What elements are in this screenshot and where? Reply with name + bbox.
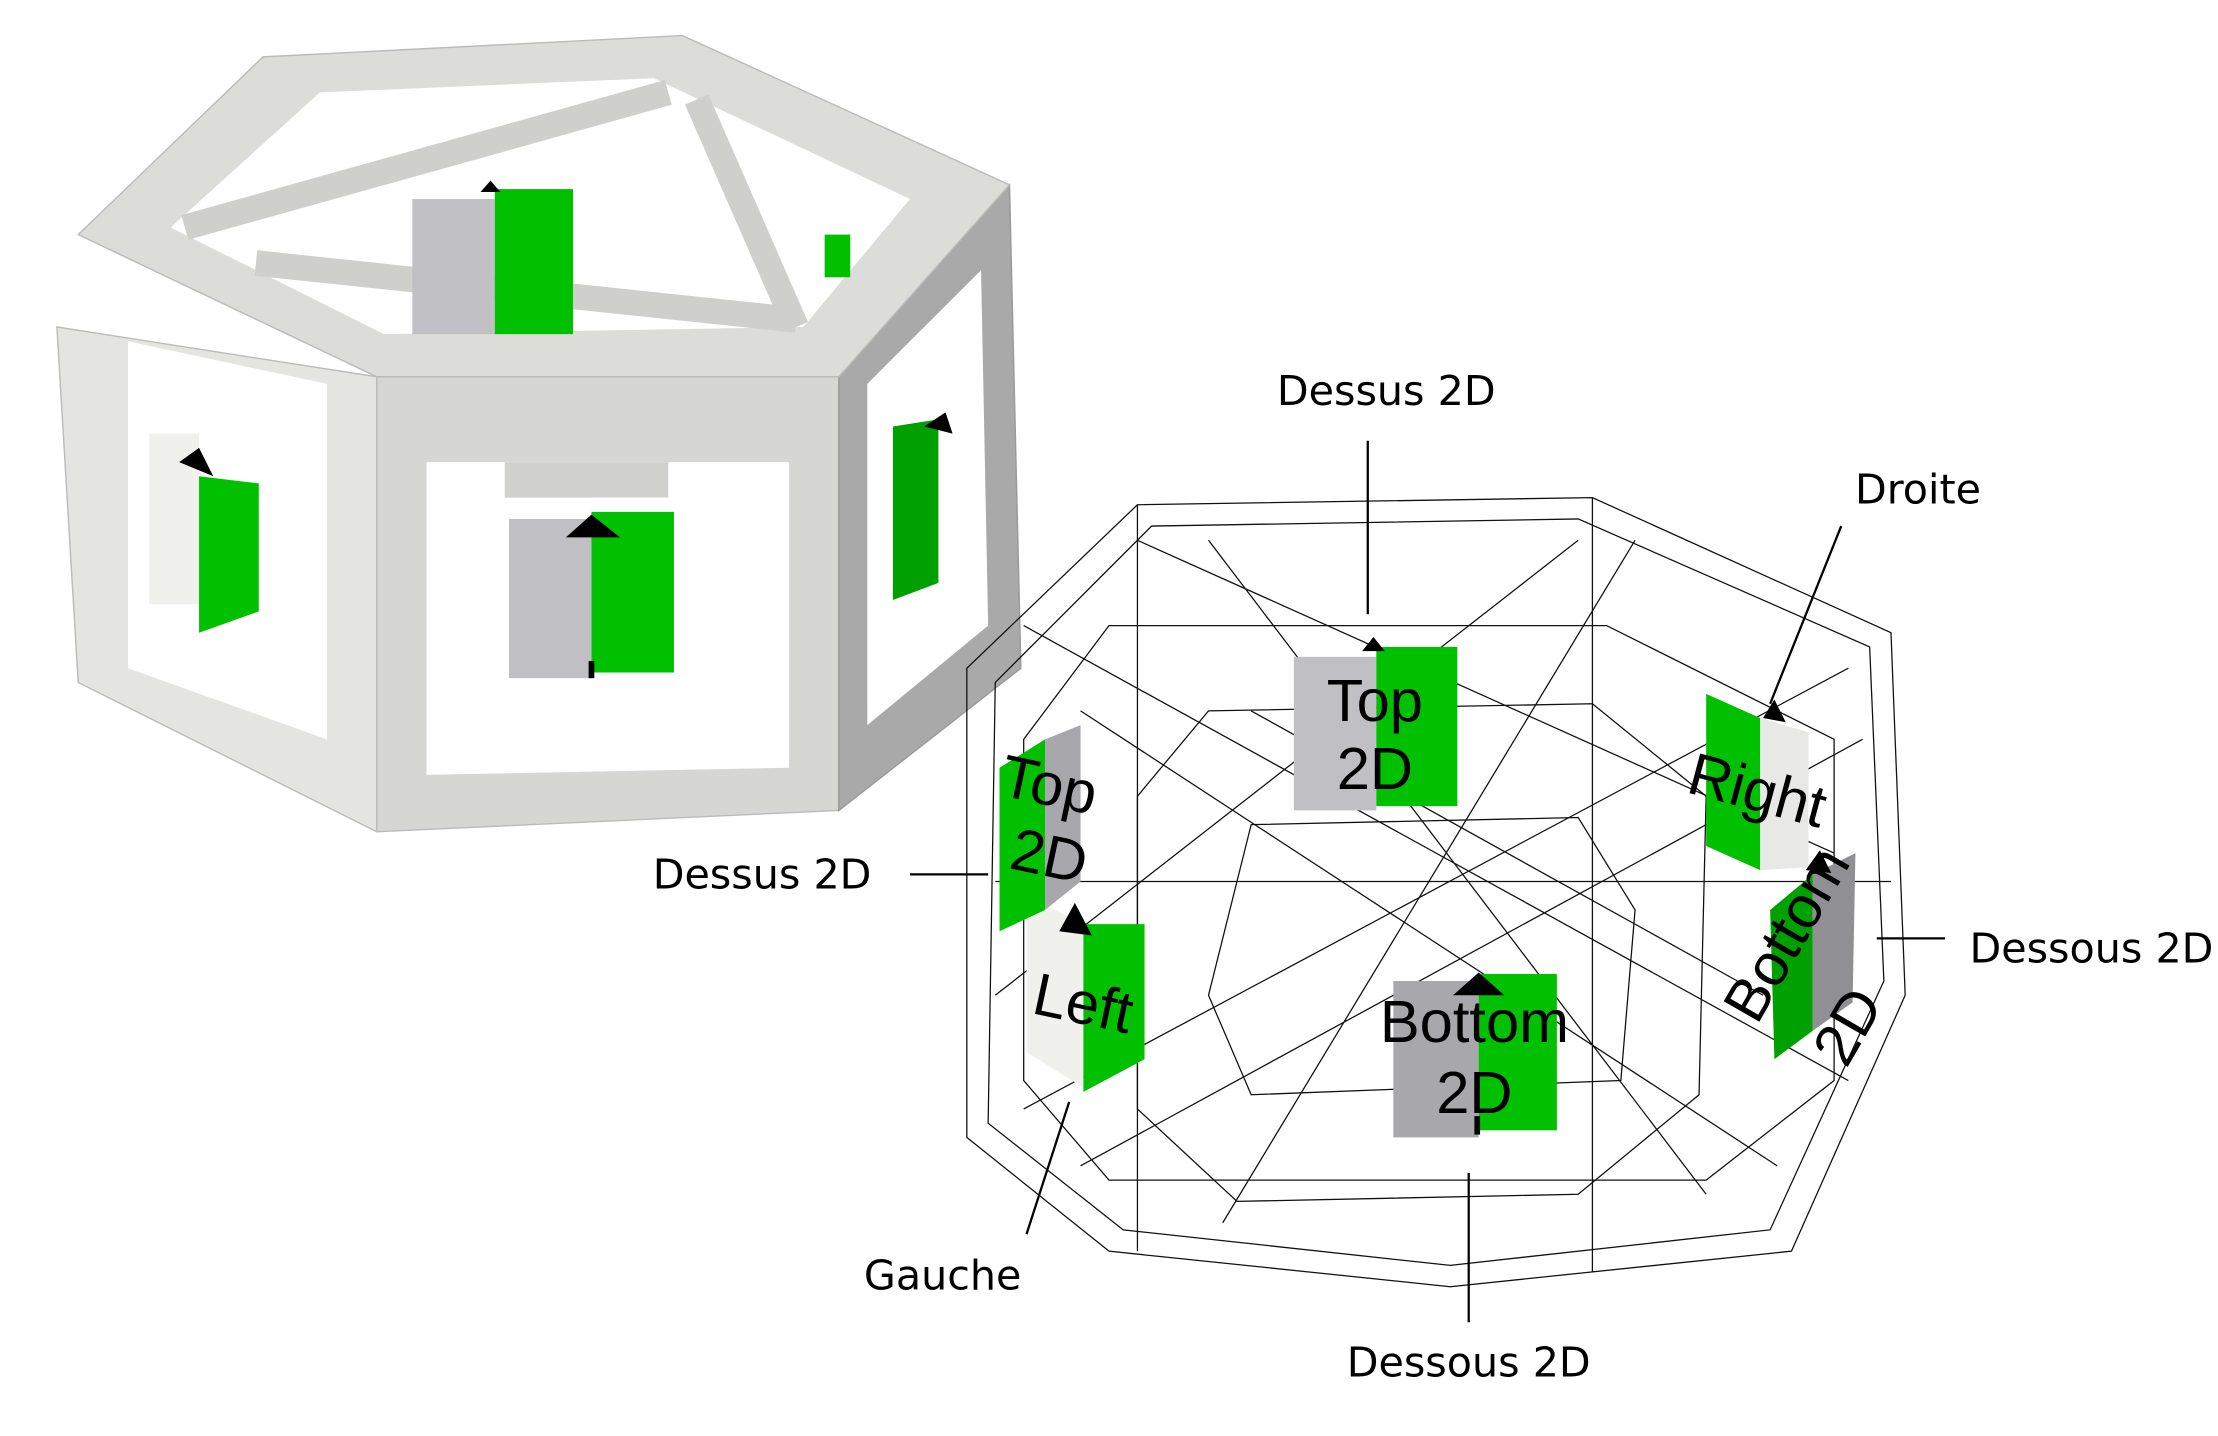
label-dessus-left: Dessus 2D <box>653 851 872 899</box>
label-dessus-top: Dessus 2D <box>1277 367 1496 415</box>
panel-bottom-2d: Bottom 2D <box>1380 972 1569 1138</box>
panel-right: Right <box>1682 693 1834 871</box>
label-dessous-right: Dessous 2D <box>1969 925 2213 973</box>
panel-top-text-1: Top <box>1327 667 1423 734</box>
panel-small-top-text-2: 2D <box>1005 815 1094 896</box>
label-gauche: Gauche <box>864 1252 1021 1300</box>
panel-bottom-text-1: Bottom <box>1380 988 1569 1055</box>
panel-top-text-2: 2D <box>1337 735 1413 802</box>
label-dessous-bottom: Dessous 2D <box>1347 1338 1591 1386</box>
panel-small-bottom-2d: Bottom 2D <box>1710 835 1896 1076</box>
label-droite: Droite <box>1855 465 1981 513</box>
panel-left: Left <box>1026 895 1145 1092</box>
panel-top-2d: Top 2D <box>1293 636 1458 811</box>
wireframe-render: Top 2D Bottom 2D Right Left Top 2D <box>966 496 1906 1288</box>
panel-bottom-text-2: 2D <box>1436 1059 1512 1126</box>
leader-gauche <box>1025 1101 1071 1235</box>
leader-droite <box>1769 525 1843 705</box>
solid-cage-render <box>56 34 1022 833</box>
panel-small-top-2d: Top 2D <box>995 725 1103 932</box>
